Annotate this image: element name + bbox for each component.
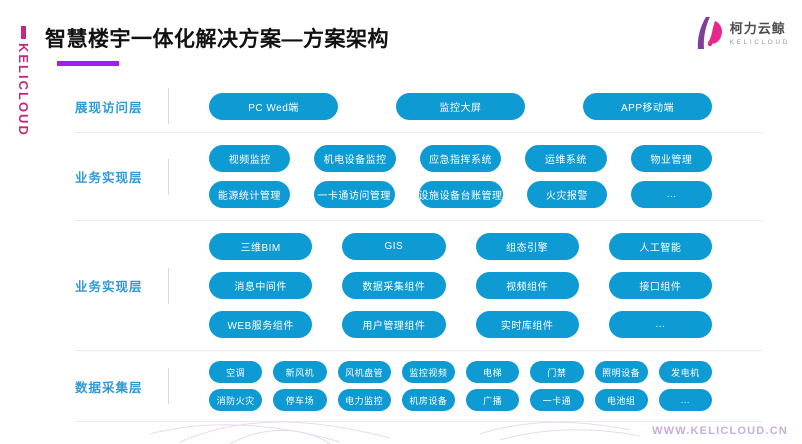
label-divider xyxy=(168,88,169,124)
pill-row: 三维BIM GIS 组态引擎 人工智能 xyxy=(209,233,712,260)
node-pill: 电力监控 xyxy=(337,389,391,411)
layer-section: 展现访问层 PC Wed端 监控大屏 APP移动端 xyxy=(75,80,762,133)
node-pill: 电池组 xyxy=(594,389,648,411)
layer-label: 数据采集层 xyxy=(75,380,143,395)
node-pill: 广播 xyxy=(466,389,520,411)
layer-section: 数据采集层空调新风机风机盘管监控视频电梯门禁照明设备发电机消防火灾停车场电力监控… xyxy=(75,351,762,422)
node-pill: 新风机 xyxy=(273,361,327,383)
layer-rows: 视频监控机电设备监控应急指挥系统运维系统物业管理能源统计管理一卡通访问管理设施设… xyxy=(209,145,762,208)
node-pill: 一卡通访问管理 xyxy=(313,181,395,208)
node-pill: 监控大屏 xyxy=(396,92,525,120)
pill-row: 能源统计管理一卡通访问管理设施设备台账管理火灾报警... xyxy=(209,181,712,208)
pill-row: 空调新风机风机盘管监控视频电梯门禁照明设备发电机 xyxy=(209,361,712,383)
node-pill: WEB服务组件 xyxy=(209,311,313,338)
layer-label: 业务实现层 xyxy=(75,171,143,185)
node-pill: 设施设备台账管理 xyxy=(418,181,503,208)
node-pill: 应急指挥系统 xyxy=(419,145,502,172)
pill-row: 消息中间件 数据采集组件 视频组件 接口组件 xyxy=(209,272,712,299)
page-title: 智慧楼宇一体化解决方案—方案架构 xyxy=(45,28,389,51)
node-pill: 三维BIM xyxy=(209,233,313,260)
website-url: WWW.KELICLOUD.CN xyxy=(652,425,788,437)
node-pill: 火灾报警 xyxy=(526,181,608,208)
node-pill: 物业管理 xyxy=(630,145,713,172)
node-pill: 机电设备监控 xyxy=(314,145,396,172)
layer-section: 业务实现层视频监控机电设备监控应急指挥系统运维系统物业管理能源统计管理一卡通访问… xyxy=(75,133,762,221)
pill-row: PC Wed端 监控大屏 APP移动端 xyxy=(209,92,712,120)
node-pill: 照明设备 xyxy=(594,361,648,383)
node-pill: GIS xyxy=(342,233,446,260)
node-pill: 电梯 xyxy=(466,361,520,383)
node-pill: 监控视频 xyxy=(401,361,455,383)
layer-section: 业务实现层 三维BIM GIS 组态引擎 人工智能消息中间件 数据采集组件 视频组件 接口组件… xyxy=(75,221,762,351)
layer-label: 业务实现层 xyxy=(75,280,143,294)
node-pill: 接口组件 xyxy=(608,272,712,299)
node-pill: 运维系统 xyxy=(525,145,607,172)
node-pill: 实时库组件 xyxy=(475,311,579,338)
node-pill: 停车场 xyxy=(273,389,327,411)
node-pill: 门禁 xyxy=(530,361,584,383)
pill-row: 视频监控机电设备监控应急指挥系统运维系统物业管理 xyxy=(209,145,713,172)
layer-sections: 展现访问层 PC Wed端 监控大屏 APP移动端业务实现层 视频监控机电设备监控应急指… xyxy=(75,80,762,422)
node-pill: APP移动端 xyxy=(583,92,712,120)
node-pill: 数据采集组件 xyxy=(342,272,446,299)
node-pill: ... xyxy=(631,181,712,208)
label-divider xyxy=(168,267,169,304)
node-pill: ... xyxy=(658,389,712,411)
brand-bar-icon xyxy=(21,26,26,39)
logo-text: 柯力云鲸 KELICLOUD xyxy=(729,21,790,46)
node-pill: 发电机 xyxy=(658,361,712,383)
node-pill: 人工智能 xyxy=(608,233,712,260)
pill-row: WEB服务组件 用户管理组件 实时库组件... xyxy=(209,311,712,338)
whale-logo-icon xyxy=(697,17,722,49)
node-pill: 风机盘管 xyxy=(337,361,391,383)
node-pill: 一卡通 xyxy=(530,389,584,411)
node-pill: 组态引擎 xyxy=(475,233,579,260)
node-pill: ... xyxy=(608,311,712,338)
title-underline xyxy=(57,61,119,66)
node-pill: 用户管理组件 xyxy=(342,311,446,338)
pill-row: 消防火灾停车场电力监控机房设备广播一卡通电池组... xyxy=(209,389,712,411)
logo: 柯力云鲸 KELICLOUD xyxy=(693,15,790,53)
brand-vertical: KELICLOUD xyxy=(16,26,31,137)
node-pill: PC Wed端 xyxy=(209,92,338,120)
node-pill: 视频组件 xyxy=(475,272,579,299)
label-divider xyxy=(168,368,169,404)
layer-rows: 三维BIM GIS 组态引擎 人工智能消息中间件 数据采集组件 视频组件 接口组件 WEB服务… xyxy=(209,233,762,338)
logo-name-cn: 柯力云鲸 xyxy=(729,21,786,37)
layer-rows: PC Wed端 监控大屏 APP移动端 xyxy=(209,92,762,120)
logo-name-en: KELICLOUD xyxy=(729,38,790,46)
node-pill: 机房设备 xyxy=(401,389,455,411)
label-divider xyxy=(168,158,169,195)
layer-rows: 空调新风机风机盘管监控视频电梯门禁照明设备发电机消防火灾停车场电力监控机房设备广… xyxy=(209,361,762,411)
node-pill: 消息中间件 xyxy=(209,272,313,299)
node-pill: 空调 xyxy=(209,361,263,383)
brand-vertical-label: KELICLOUD xyxy=(16,43,31,137)
node-pill: 消防火灾 xyxy=(209,389,263,411)
layer-label: 展现访问层 xyxy=(75,100,143,115)
node-pill: 能源统计管理 xyxy=(209,181,290,208)
node-pill: 视频监控 xyxy=(209,145,291,172)
